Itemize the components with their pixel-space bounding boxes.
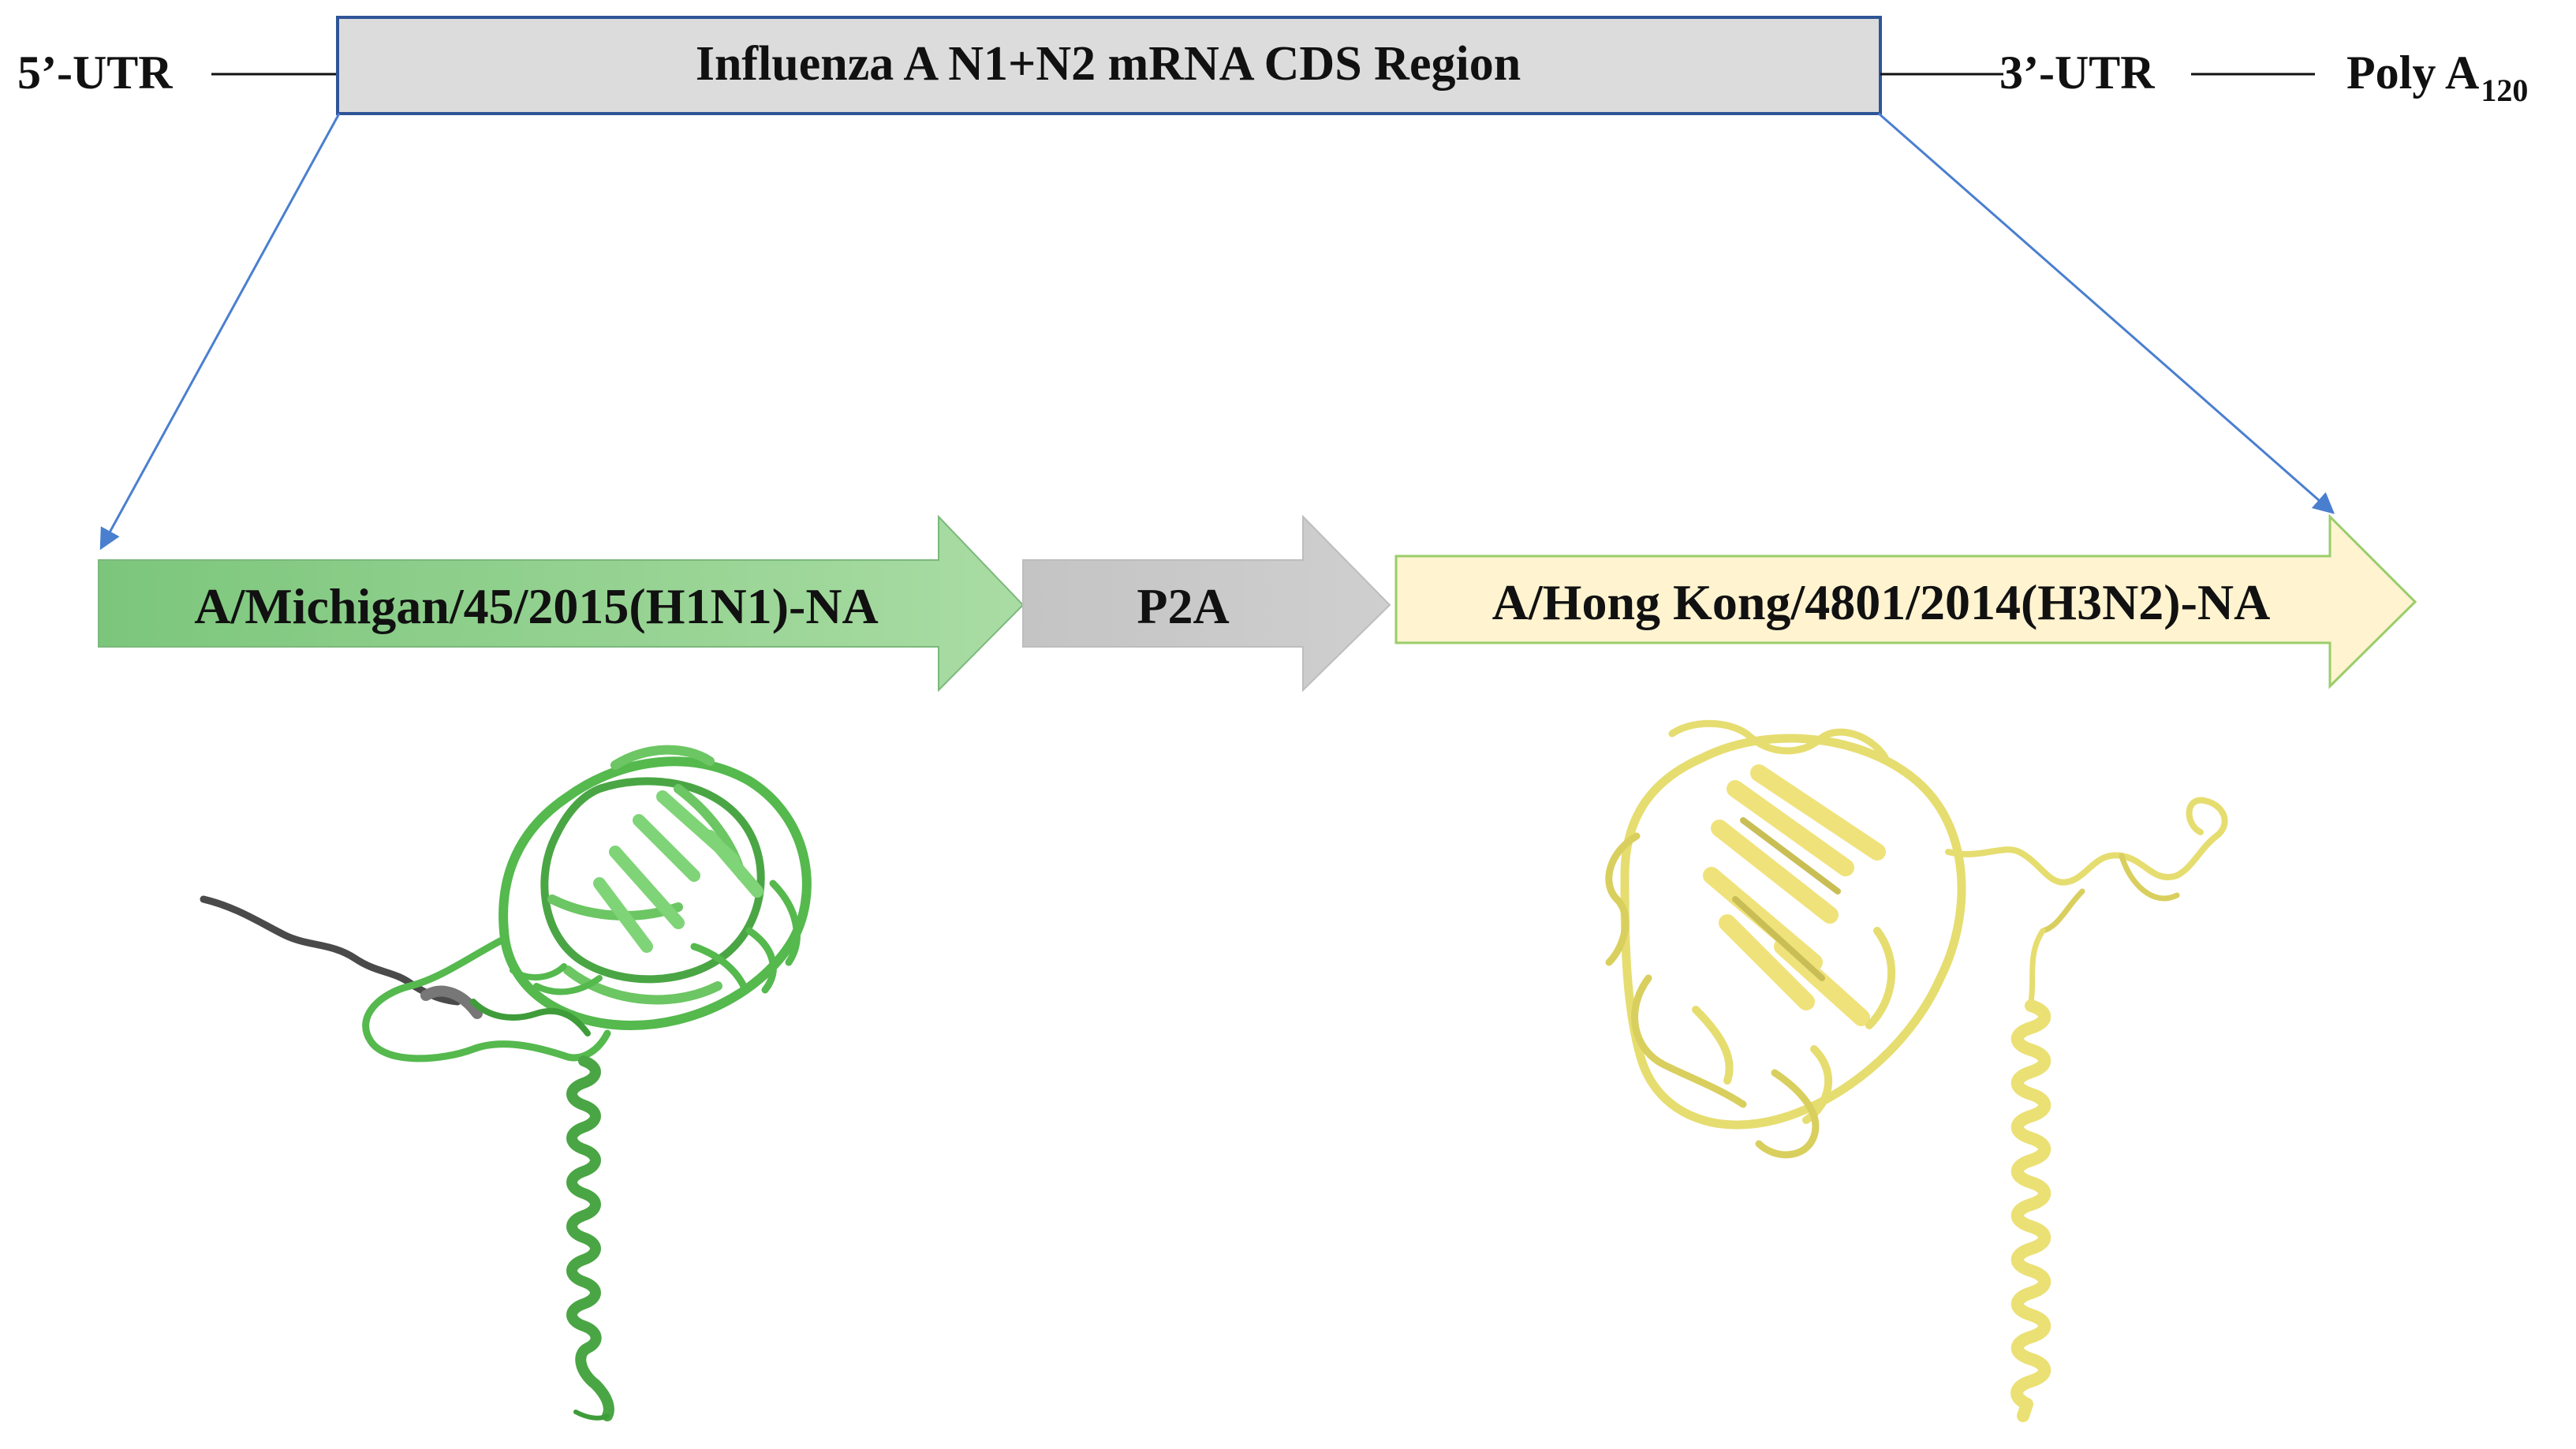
utr5-label: 5’-UTR	[17, 47, 173, 99]
segment-row: A/Michigan/45/2015(H1N1)-NA P2A A/Hong K…	[98, 513, 2417, 693]
utr3-label: 3’-UTR	[1999, 47, 2155, 99]
h3n2-na-structure	[1605, 719, 2228, 1422]
segment-h3n2-na	[1394, 513, 2417, 689]
segment-h3n2-na-label: A/Hong Kong/4801/2014(H3N2)-NA	[1492, 574, 2271, 630]
segment-h1n1-na	[98, 514, 1025, 693]
cds-region-box	[336, 16, 1882, 115]
polya-label: Poly A120	[2346, 47, 2528, 108]
pointer-right	[1878, 112, 2335, 514]
segment-p2a	[1022, 514, 1391, 693]
h1n1-na-structure	[200, 745, 812, 1421]
pointer-left	[99, 113, 341, 551]
mrna-construct: 5’-UTR Influenza A N1+N2 mRNA CDS Region…	[17, 16, 2528, 115]
segment-p2a-label: P2A	[1137, 578, 1229, 634]
cds-region-label: Influenza A N1+N2 mRNA CDS Region	[696, 37, 1521, 91]
segment-h1n1-na-label: A/Michigan/45/2015(H1N1)-NA	[194, 578, 879, 634]
